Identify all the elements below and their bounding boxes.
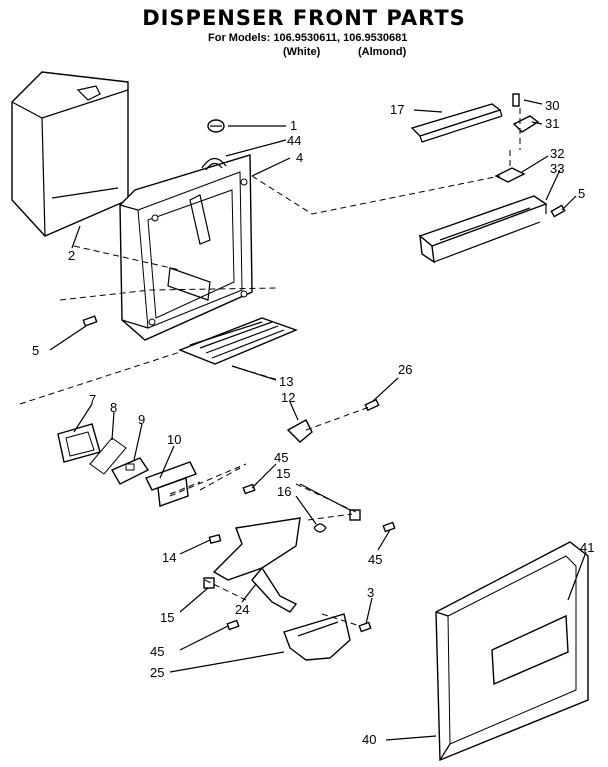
callout-32: 32 [550,146,564,161]
callout-10: 10 [167,432,181,447]
part-33-rail [418,195,548,264]
assembly-lines [19,108,521,627]
callout-5-right: 5 [578,186,585,201]
part-45-screw-c [226,619,240,631]
callout-24: 24 [235,602,249,617]
part-24-arm [212,517,301,613]
part-15-bushing-right [349,509,361,521]
variant-white: (White) [283,46,321,58]
callout-7: 7 [89,392,96,407]
callout-8: 8 [110,400,117,415]
part-16-spring [313,523,327,533]
callout-31: 31 [545,116,559,131]
callout-44: 44 [287,133,301,148]
callout-15-right: 15 [276,466,290,481]
part-5-screw-left [82,315,98,327]
callout-14: 14 [162,550,176,565]
part-4-housing [119,154,253,341]
diagram-title: DISPENSER FRONT PARTS [142,6,466,30]
callout-13: 13 [279,374,293,389]
part-17-bar [410,103,503,143]
models-line: For Models: 106.9530611, 106.9530681 [208,32,408,44]
callout-1: 1 [290,118,297,133]
callout-9: 9 [138,412,145,427]
part-9-plate [111,457,150,485]
callout-4: 4 [296,150,303,165]
callout-16: 16 [277,484,291,499]
part-25-tray [283,613,351,661]
part-41-trim [491,614,569,686]
callout-5-left: 5 [32,343,39,358]
part-45-screw-a [242,483,256,495]
part-32-bracket [494,167,526,183]
part-10-switch-bracket [145,461,197,507]
part-45-screw-b [382,521,396,533]
part-2-cover [11,71,129,237]
callout-45-c: 45 [150,644,164,659]
callout-45-b: 45 [368,552,382,567]
part-1-knob [207,119,225,133]
part-44-clip [201,157,227,171]
part-12-actuator [286,419,313,443]
part-7-frame [57,423,101,463]
part-8-lens [89,437,127,475]
callout-15-left: 15 [160,610,174,625]
part-14-pin [208,533,222,545]
part-15-bushing-left [203,577,215,589]
callout-2: 2 [68,248,75,263]
part-13-grille [178,317,298,365]
callout-41: 41 [580,540,594,555]
part-30-screw [512,93,520,107]
callout-40: 40 [362,732,376,747]
callout-17: 17 [390,102,404,117]
part-5-screw-right [550,204,566,218]
callout-26: 26 [398,362,412,377]
callout-33: 33 [550,161,564,176]
variant-almond: (Almond) [358,46,407,58]
callout-30: 30 [545,98,559,113]
leader-lines [49,99,587,741]
callout-12: 12 [281,390,295,405]
callout-45-a: 45 [274,450,288,465]
part-3-screw [358,621,372,633]
part-31-clip [512,115,540,133]
callout-3: 3 [367,585,374,600]
callout-25: 25 [150,665,164,680]
